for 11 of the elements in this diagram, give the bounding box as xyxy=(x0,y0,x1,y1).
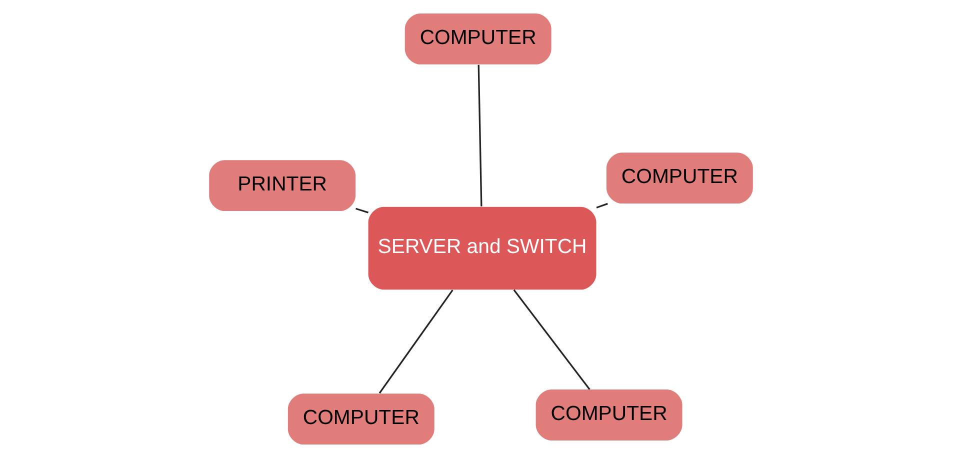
node-box: PRINTER xyxy=(209,160,356,212)
node-box: COMPUTER xyxy=(404,13,552,64)
connector xyxy=(478,64,482,206)
connector xyxy=(513,289,590,390)
node-box: COMPUTER xyxy=(536,390,682,440)
connector xyxy=(596,202,608,208)
node-box: COMPUTER xyxy=(288,394,434,445)
node-box: SERVER and SWITCH xyxy=(368,206,596,290)
connector xyxy=(378,290,454,394)
connector xyxy=(356,208,369,214)
node-box: COMPUTER xyxy=(606,152,753,204)
